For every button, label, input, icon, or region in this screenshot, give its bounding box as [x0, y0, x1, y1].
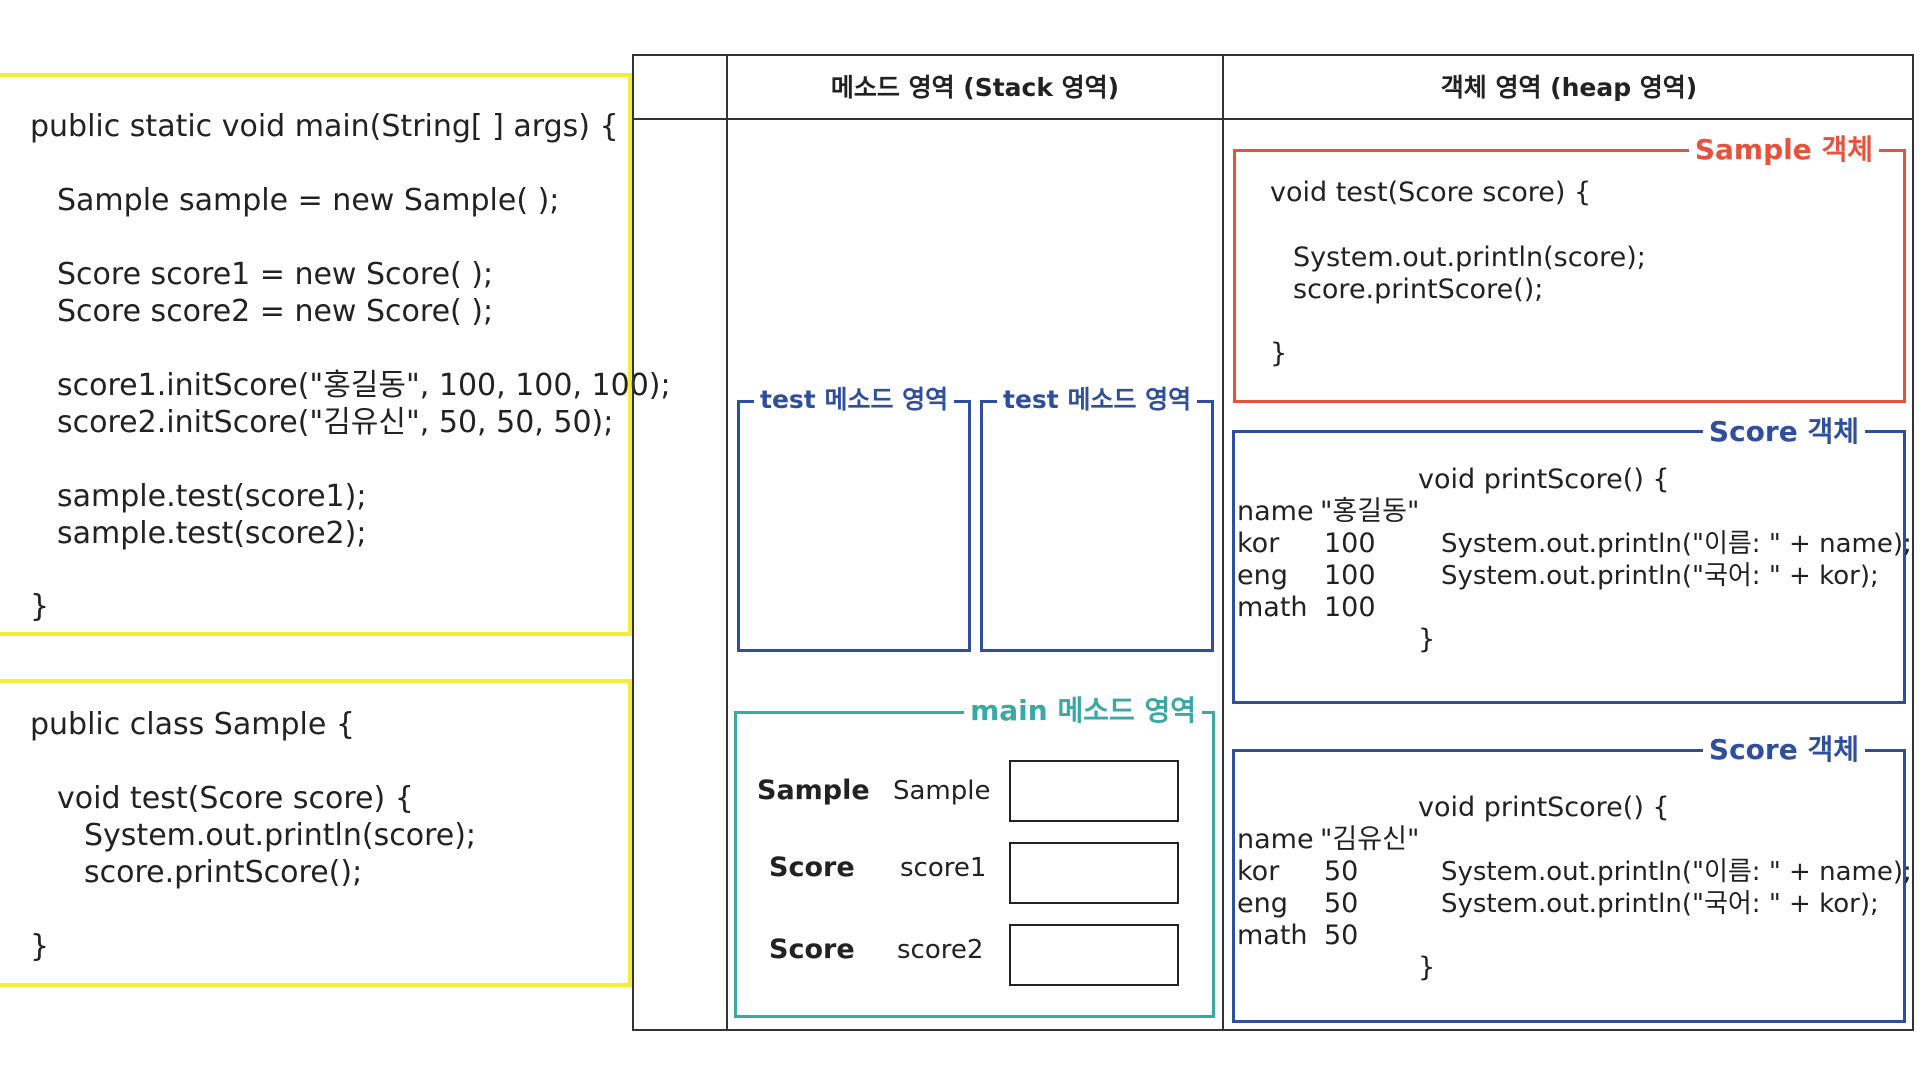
- score-object-frame: Score 객체 void printScore() { name "홍길동" …: [1232, 416, 1912, 704]
- variable-type: Sample: [757, 775, 870, 806]
- field-value: 50: [1324, 920, 1359, 951]
- sample-object-title: Sample 객체: [1688, 134, 1879, 166]
- field-label: name: [1237, 496, 1314, 527]
- code-line: void test(Score score) {: [57, 781, 414, 816]
- method-code-line: System.out.println("이름: " + name);: [1441, 529, 1912, 559]
- test-method-frame: test 메소드 영역: [737, 384, 971, 652]
- field-label: kor: [1237, 856, 1280, 887]
- method-code-line: System.out.println("이름: " + name);: [1441, 857, 1912, 887]
- variable-name: Sample: [893, 776, 991, 806]
- reference-value-box: [1009, 924, 1179, 986]
- field-value: "홍길동": [1320, 496, 1420, 527]
- test-method-frame-title: test 메소드 영역: [997, 384, 1198, 416]
- variable-type: Score: [769, 852, 855, 883]
- field-value: 50: [1324, 888, 1359, 919]
- code-line: sample.test(score2);: [57, 516, 367, 551]
- code-line: }: [30, 589, 50, 624]
- field-label: math: [1237, 920, 1308, 951]
- field-label: math: [1237, 592, 1308, 623]
- field-value: 50: [1324, 856, 1359, 887]
- code-line: score.printScore();: [84, 855, 363, 890]
- method-code-line: }: [1270, 338, 1288, 369]
- field-value: 100: [1324, 592, 1376, 623]
- main-method-frame: main 메소드 영역 Sample Sample Score score1 S…: [734, 695, 1215, 1018]
- code-line: public static void main(String[ ] args) …: [30, 109, 619, 144]
- heap-area-header: 객체 영역 (heap 영역): [1440, 73, 1698, 102]
- code-line: Sample sample = new Sample( );: [57, 183, 560, 218]
- field-value: 100: [1324, 560, 1376, 591]
- method-code-line: void test(Score score) {: [1270, 177, 1592, 208]
- test-method-frame-title: test 메소드 영역: [754, 384, 955, 416]
- method-code-line: }: [1418, 624, 1436, 655]
- code-line: Score score1 = new Score( );: [57, 257, 494, 292]
- table-header-divider: [632, 118, 1914, 120]
- field-label: eng: [1237, 560, 1288, 591]
- variable-name: score1: [900, 853, 987, 883]
- code-line: Score score2 = new Score( );: [57, 294, 494, 329]
- reference-value-box: [1009, 760, 1179, 822]
- method-code-line: void printScore() {: [1418, 464, 1670, 495]
- code-line: System.out.println(score);: [84, 818, 477, 853]
- main-method-code-panel: public static void main(String[ ] args) …: [0, 73, 671, 636]
- field-value: "김유신": [1320, 824, 1420, 855]
- variable-name: score2: [897, 935, 984, 965]
- code-line: score1.initScore("홍길동", 100, 100, 100);: [57, 368, 671, 403]
- code-line: sample.test(score1);: [57, 479, 367, 514]
- table-divider: [726, 54, 728, 1031]
- stack-area-header: 메소드 영역 (Stack 영역): [830, 73, 1120, 102]
- table-divider: [1222, 54, 1224, 1031]
- reference-value-box: [1009, 842, 1179, 904]
- main-method-frame-title: main 메소드 영역: [964, 695, 1202, 727]
- method-code-line: void printScore() {: [1418, 792, 1670, 823]
- method-code-line: }: [1418, 952, 1436, 983]
- variable-type: Score: [769, 934, 855, 965]
- score-object-title: Score 객체: [1702, 734, 1865, 766]
- score-object-frame: Score 객체 void printScore() { name "김유신" …: [1232, 734, 1912, 1023]
- code-line: public class Sample {: [30, 707, 355, 742]
- sample-class-code-panel: public class Sample { void test(Score sc…: [0, 679, 632, 987]
- field-label: eng: [1237, 888, 1288, 919]
- field-label: name: [1237, 824, 1314, 855]
- field-label: kor: [1237, 528, 1280, 559]
- method-code-line: System.out.println("국어: " + kor);: [1441, 561, 1879, 591]
- test-method-frame: test 메소드 영역: [980, 384, 1214, 652]
- sample-object-frame: Sample 객체 void test(Score score) { Syste…: [1233, 134, 1906, 403]
- method-code-line: System.out.println(score);: [1293, 242, 1646, 273]
- method-code-line: score.printScore();: [1293, 274, 1544, 305]
- method-code-line: System.out.println("국어: " + kor);: [1441, 889, 1879, 919]
- field-value: 100: [1324, 528, 1376, 559]
- score-object-title: Score 객체: [1702, 416, 1865, 448]
- memory-table: [632, 54, 1914, 1031]
- code-line: score2.initScore("김유신", 50, 50, 50);: [57, 405, 614, 440]
- code-line: }: [30, 929, 50, 964]
